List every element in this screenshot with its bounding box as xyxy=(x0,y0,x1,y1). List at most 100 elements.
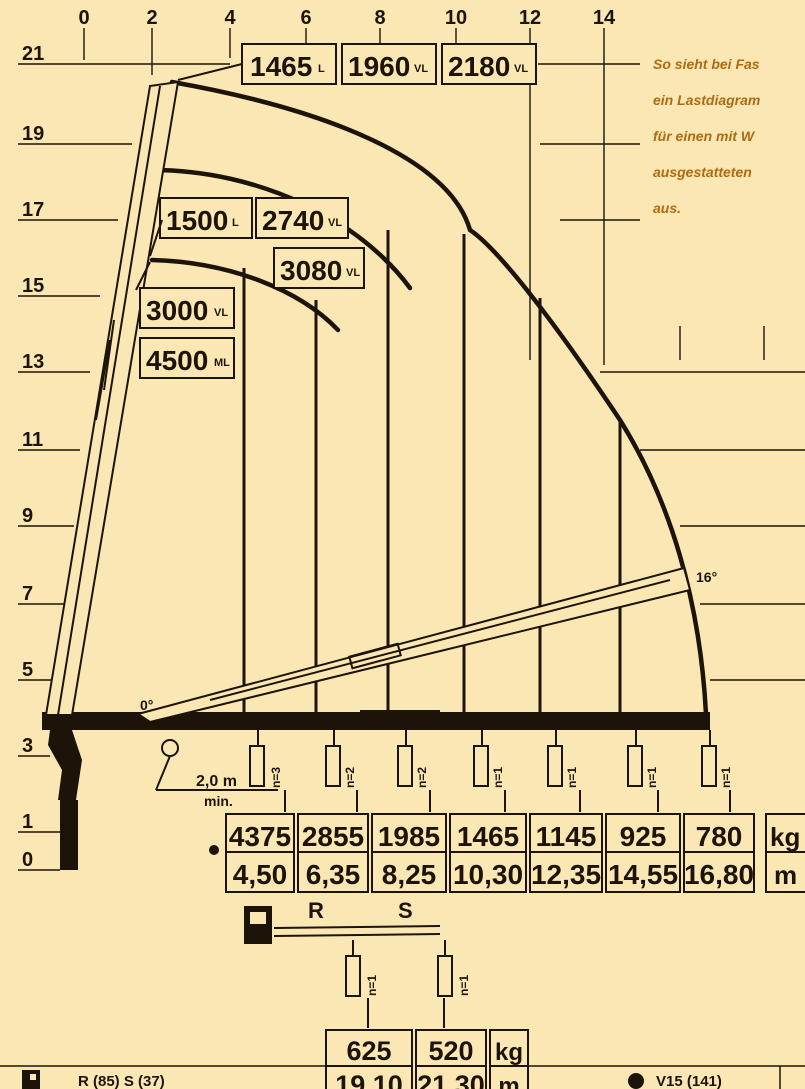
angle-max-label: 16° xyxy=(696,569,717,585)
hook-label: n=1 xyxy=(645,767,659,788)
x-tick: 12 xyxy=(519,7,541,29)
y-tick: 3 xyxy=(22,735,33,757)
hook-label: n=2 xyxy=(343,767,357,788)
boom-low xyxy=(135,566,692,724)
load-kg: 780 xyxy=(696,821,743,852)
y-tick: 19 xyxy=(22,123,44,145)
unit-m: m xyxy=(774,860,797,890)
mid-load-unit: VL xyxy=(328,217,342,229)
gear-icon xyxy=(628,1073,644,1089)
y-tick: 0 xyxy=(22,849,33,871)
y-tick: 1 xyxy=(22,811,33,833)
unit-kg: kg xyxy=(770,822,800,852)
inner-load-curve xyxy=(149,257,341,333)
x-tick: 6 xyxy=(300,7,311,29)
top-load-value: 1465 xyxy=(250,51,312,82)
x-tick: 0 xyxy=(78,7,89,29)
y-tick: 17 xyxy=(22,199,44,221)
extension-label-r: R xyxy=(308,898,324,923)
load-m: 4,50 xyxy=(233,859,288,890)
extension-hook-label: n=1 xyxy=(365,975,379,996)
min-distance: 2,0 m min. xyxy=(155,739,278,809)
load-kg: 1465 xyxy=(457,821,519,852)
load-kg: 925 xyxy=(620,821,667,852)
mid-load-unit: VL xyxy=(346,267,360,279)
y-tick: 21 xyxy=(22,43,44,65)
top-load-unit: L xyxy=(318,63,325,75)
boom-steep xyxy=(44,80,180,716)
y-tick: 11 xyxy=(22,429,43,451)
load-curves xyxy=(149,79,709,717)
mid-load-value: 2740 xyxy=(262,205,324,236)
caption-line: So sieht bei Fas xyxy=(653,56,760,72)
caption-line: ein Lastdiagram xyxy=(653,92,761,108)
load-table: 4375 2855 1985 1465 1145 925 780 4,50 6,… xyxy=(209,813,805,893)
mid-load-unit: ML xyxy=(214,357,230,369)
top-load-value: 1960 xyxy=(348,51,410,82)
mid-load-boxes: 1500 L 2740 VL 3080 VL 3000 VL 4500 ML xyxy=(135,197,365,379)
x-tick: 2 xyxy=(146,7,157,29)
extension-label-s: S xyxy=(398,898,413,923)
crane-base xyxy=(42,710,710,870)
mid-load-unit: VL xyxy=(214,307,228,319)
load-kg: 4375 xyxy=(229,821,291,852)
caption-line: aus. xyxy=(653,200,682,216)
extension-m: 19,10 xyxy=(335,1070,403,1089)
outer-load-curve xyxy=(169,79,709,717)
min-distance-label: min. xyxy=(204,793,233,809)
mid-load-unit: L xyxy=(232,217,239,229)
mid-load-value: 4500 xyxy=(146,345,208,376)
x-tick: 14 xyxy=(593,7,616,29)
hook-labels: n=3 n=2 n=2 n=1 n=1 n=1 n=1 xyxy=(269,767,733,788)
angle-min-label: 0° xyxy=(140,697,153,713)
hook-label: n=1 xyxy=(565,767,579,788)
extension-hook-label: n=1 xyxy=(457,975,471,996)
load-m: 12,35 xyxy=(531,859,601,890)
extension-section: R S n=1 n=1 625 520 19,10 21,30 kg m xyxy=(244,898,529,1089)
extension-unit-m: m xyxy=(498,1073,519,1089)
load-m: 14,55 xyxy=(608,859,678,890)
caption-text: So sieht bei Fas ein Lastdiagram für ein… xyxy=(653,46,805,226)
load-kg: 1145 xyxy=(536,821,597,852)
y-tick: 13 xyxy=(22,351,44,373)
load-m: 10,30 xyxy=(453,859,523,890)
hook-label: n=3 xyxy=(269,767,283,788)
mid-load-value: 3000 xyxy=(146,295,208,326)
hook-arrows xyxy=(284,790,731,812)
footer-left-code: R (85) S (37) xyxy=(78,1073,165,1089)
y-tick: 15 xyxy=(22,275,44,297)
top-load-value: 2180 xyxy=(448,51,510,82)
load-m: 8,25 xyxy=(382,859,437,890)
load-kg: 2855 xyxy=(302,821,364,852)
hook-label: n=2 xyxy=(415,767,429,788)
extension-unit-kg: kg xyxy=(495,1039,523,1066)
x-tick: 4 xyxy=(224,7,236,29)
top-load-unit: VL xyxy=(414,63,428,75)
hook-label: n=1 xyxy=(719,767,733,788)
y-tick: 7 xyxy=(22,583,33,605)
grid-lines xyxy=(18,28,805,871)
x-axis-ticks: 0 2 4 6 8 10 12 14 xyxy=(78,7,616,29)
footer-right-code: V15 (141) xyxy=(656,1073,722,1089)
extension-kg: 520 xyxy=(428,1036,473,1066)
load-m: 6,35 xyxy=(306,859,361,890)
caption-line: für einen mit W xyxy=(653,128,755,144)
y-axis-ticks: 21 19 17 15 13 11 9 7 5 3 1 0 xyxy=(22,43,44,871)
x-tick: 8 xyxy=(374,7,385,29)
load-drop-lines xyxy=(242,230,622,714)
load-m: 16,80 xyxy=(684,859,754,890)
x-tick: 10 xyxy=(445,7,467,29)
top-load-boxes: 1465 L 1960 VL 2180 VL xyxy=(177,43,537,85)
mid-load-value: 3080 xyxy=(280,255,342,286)
footer: R (85) S (37) V15 (141) xyxy=(0,1065,805,1089)
extension-m: 21,30 xyxy=(417,1070,485,1089)
extension-kg: 625 xyxy=(346,1036,391,1066)
y-tick: 9 xyxy=(22,505,33,527)
hooks xyxy=(249,730,717,787)
top-load-unit: VL xyxy=(514,63,528,75)
load-kg: 1985 xyxy=(378,821,440,852)
y-tick: 5 xyxy=(22,659,33,681)
mid-load-value: 1500 xyxy=(166,205,228,236)
caption-line: ausgestatteten xyxy=(653,164,752,180)
